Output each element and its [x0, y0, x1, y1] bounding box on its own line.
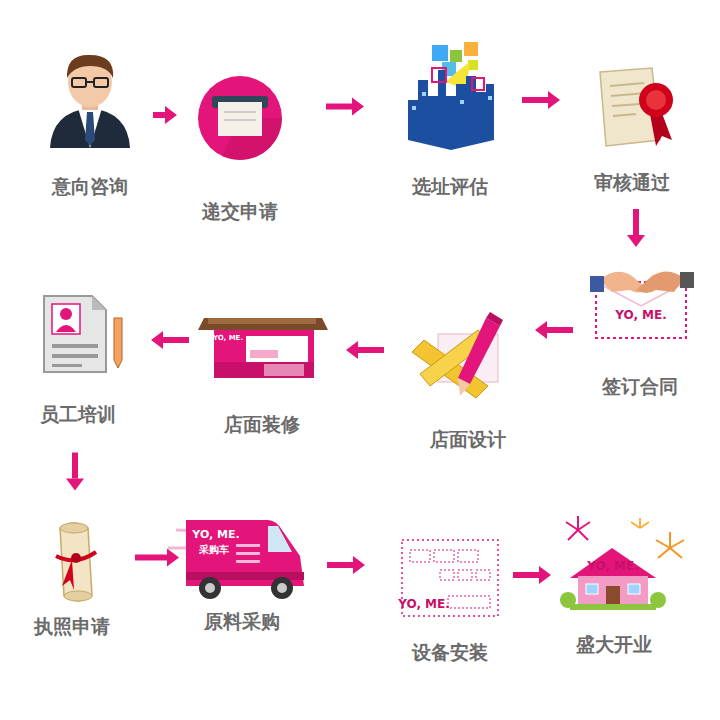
step-label: 原料采购 — [187, 609, 297, 635]
consultant-icon — [50, 55, 130, 148]
flow-arrow — [346, 341, 384, 359]
arrow-head — [151, 331, 163, 349]
flow-arrow — [135, 549, 179, 567]
design-icon — [412, 312, 503, 398]
arrow-head — [165, 106, 177, 124]
arrow-head — [352, 98, 364, 116]
brand-text: YO, ME. — [213, 335, 243, 342]
process-step: 意向咨询 — [35, 67, 145, 200]
step-label: 选址评估 — [395, 174, 505, 200]
flow-arrow — [153, 106, 177, 124]
step-label: 执照申请 — [17, 614, 127, 640]
flow-arrow — [327, 556, 365, 574]
process-step: 店面设计 — [413, 310, 523, 453]
flow-arrow — [326, 98, 364, 116]
process-step: 执照申请 — [17, 515, 127, 640]
arrow-shaft — [135, 555, 167, 561]
arrow-head — [346, 341, 358, 359]
van-icon — [168, 520, 304, 599]
brand-text: YO, ME. — [587, 560, 639, 572]
step-label: 员工培训 — [23, 402, 133, 428]
arrow-shaft — [153, 112, 165, 118]
process-step: 选址评估 — [395, 50, 505, 200]
brand-text: 采购车 — [199, 545, 229, 555]
brand-text: YO, ME. — [615, 309, 667, 321]
process-step: 盛大开业 — [559, 530, 669, 658]
step-label: 店面装修 — [207, 412, 317, 438]
application-icon — [198, 76, 282, 160]
kiosk-icon — [198, 318, 328, 378]
license-icon — [56, 523, 96, 601]
city-icon — [408, 42, 494, 150]
flow-arrow — [66, 453, 84, 491]
arrow-shaft — [522, 97, 548, 103]
step-label: 递交申请 — [185, 199, 295, 225]
arrow-shaft — [513, 572, 539, 578]
flow-arrow — [522, 91, 560, 109]
step-label: 设备安装 — [395, 640, 505, 666]
contract-icon — [590, 271, 694, 338]
step-label: 盛大开业 — [559, 632, 669, 658]
arrow-head — [535, 321, 547, 339]
process-step: 审核通过 — [577, 60, 687, 196]
arrow-shaft — [326, 104, 352, 110]
arrow-shaft — [72, 453, 78, 479]
arrow-head — [548, 91, 560, 109]
brand-text: YO, ME. — [192, 529, 239, 540]
step-label: 签订合同 — [585, 374, 695, 400]
approval-icon — [600, 68, 673, 146]
arrow-shaft — [327, 562, 353, 568]
flow-arrow — [513, 566, 551, 584]
arrow-shaft — [547, 327, 573, 333]
process-step: 店面装修 — [207, 300, 317, 438]
process-step: 员工培训 — [23, 290, 133, 428]
step-label: 意向咨询 — [35, 174, 145, 200]
step-label: 审核通过 — [577, 170, 687, 196]
step-label: 店面设计 — [413, 427, 523, 453]
arrow-shaft — [633, 209, 639, 235]
brand-text: YO, ME. — [398, 598, 450, 610]
flow-arrow — [151, 331, 189, 349]
arrow-head — [167, 549, 179, 567]
arrow-head — [353, 556, 365, 574]
arrow-head — [627, 235, 645, 247]
process-step: 签订合同 — [585, 260, 695, 400]
training-icon — [44, 296, 122, 372]
arrow-head — [539, 566, 551, 584]
arrow-shaft — [358, 347, 384, 353]
process-step: 递交申请 — [185, 73, 295, 225]
opening-icon — [560, 516, 684, 610]
flow-arrow — [627, 209, 645, 247]
arrow-shaft — [163, 337, 189, 343]
arrow-head — [66, 479, 84, 491]
flow-arrow — [535, 321, 573, 339]
